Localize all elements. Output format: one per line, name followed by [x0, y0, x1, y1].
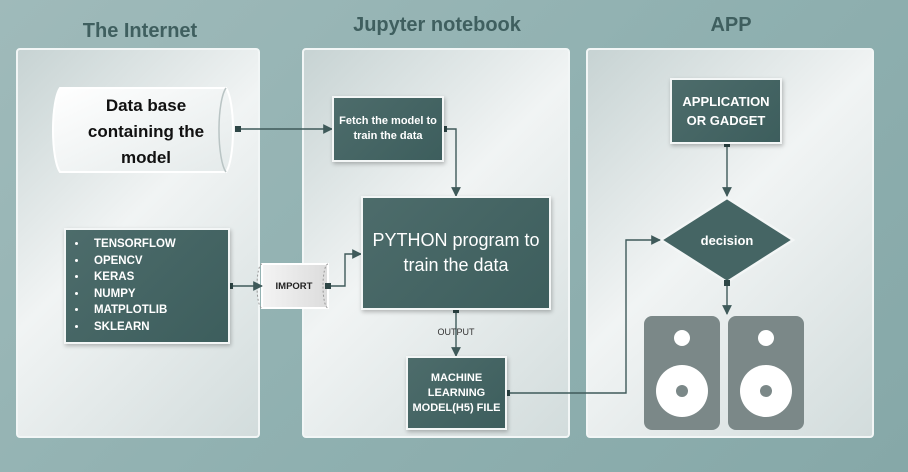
libraries-box: TENSORFLOW OPENCV KERAS NUMPY MATPLOTLIB… — [64, 228, 230, 344]
arrow-fetch-to-python — [444, 128, 461, 197]
fetch-model-box: Fetch the model to train the data — [332, 96, 444, 162]
library-item: KERAS — [88, 269, 228, 286]
database-cylinder-shape — [51, 87, 235, 173]
library-item: TENSORFLOW — [88, 236, 228, 253]
python-program-box: PYTHON program to train the data — [361, 196, 551, 310]
ml-model-box: MACHINE LEARNING MODEL(H5) FILE — [406, 356, 507, 430]
library-item: SKLEARN — [88, 319, 228, 336]
library-item: MATPLOTLIB — [88, 302, 228, 319]
library-item: NUMPY — [88, 286, 228, 303]
arrow-import-to-python — [328, 249, 362, 287]
import-label: IMPORT — [275, 280, 313, 292]
speaker-left-icon — [644, 316, 720, 430]
library-item: OPENCV — [88, 253, 228, 270]
column-title-internet: The Internet — [82, 20, 198, 42]
database-label: Data base containing the model — [87, 96, 205, 167]
column-title-app: APP — [710, 14, 752, 36]
decision-label: decision — [700, 232, 754, 248]
speaker-right-icon — [728, 316, 804, 430]
arrow-model-to-decision — [507, 235, 661, 394]
output-label: OUTPUT — [437, 327, 475, 337]
column-title-jupyter: Jupyter notebook — [353, 14, 521, 36]
application-box: APPLICATION OR GADGET — [670, 78, 782, 144]
